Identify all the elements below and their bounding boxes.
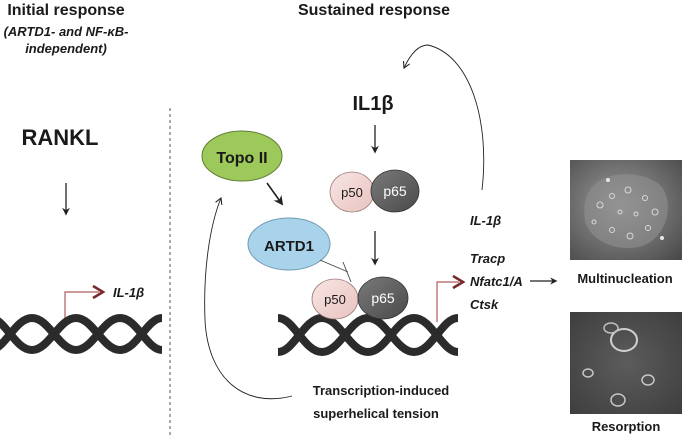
left-il1b-gene: IL-1β: [113, 285, 144, 300]
p65-lower-label: p65: [371, 290, 395, 306]
initial-response-title: Initial response: [7, 2, 124, 19]
topo-ii-label: Topo II: [216, 150, 267, 167]
topo-ii-node: [201, 130, 283, 182]
right-dna-helix: [277, 313, 459, 357]
sustained-response-title: Sustained response: [298, 2, 450, 19]
tension-label-line2: superhelical tension: [313, 406, 439, 421]
initial-response-subtitle-line2: independent): [25, 41, 107, 56]
right-promoter-arrow: [436, 281, 459, 322]
multinucleation-micrograph: [570, 160, 682, 260]
gene-il1b: IL-1β: [470, 213, 501, 228]
p50-upper-label: p50: [341, 185, 363, 200]
il1b-stimulus-label: IL1β: [352, 93, 393, 115]
tension-label-line1: Transcription-induced: [313, 383, 450, 398]
p65-lower: [357, 276, 409, 320]
p50-lower-label: p50: [324, 292, 346, 307]
topo-to-artd1-arrow: [266, 182, 284, 206]
p65-upper: [370, 169, 420, 213]
gene-tracp: Tracp: [470, 251, 505, 266]
feedback-loop-arrow: [402, 44, 485, 191]
left-promoter-arrow: [64, 291, 99, 322]
resorption-label: Resorption: [592, 419, 661, 434]
multinucleation-label: Multinucleation: [577, 271, 672, 286]
left-dna-helix: [0, 313, 163, 355]
artd1-label: ARTD1: [264, 238, 314, 255]
initial-response-subtitle-line1: (ARTD1- and NF-κB-: [4, 24, 129, 39]
tension-to-topo-arrow: [204, 196, 293, 400]
rankl-label: RANKL: [22, 125, 99, 150]
p65-upper-label: p65: [383, 183, 407, 199]
left-promoter-arrowhead: [92, 284, 106, 300]
artd1-node: [247, 217, 331, 271]
right-promoter-arrowhead: [452, 274, 466, 290]
resorption-micrograph: [570, 312, 682, 414]
gene-ctsk: Ctsk: [470, 297, 499, 312]
artd1-inhibition-bar: [342, 261, 352, 283]
gene-nfatc1: Nfatc1/A: [470, 274, 523, 289]
artd1-inhibition-line: [319, 259, 349, 273]
